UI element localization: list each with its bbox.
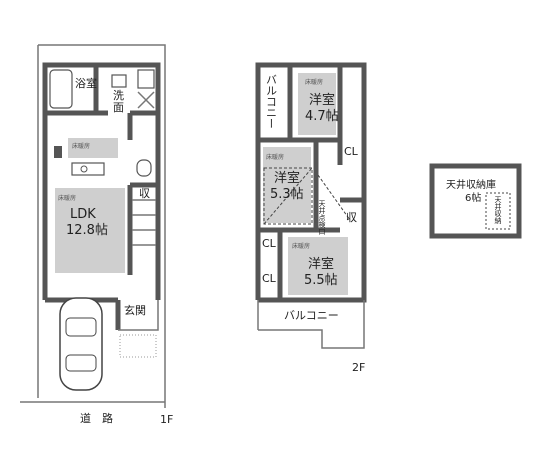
wash-label-bottom: 面: [113, 101, 124, 114]
sink-icon: [80, 165, 88, 173]
attic-title: 天井収納庫: [446, 178, 496, 191]
floor-2f-label: 2F: [352, 361, 365, 374]
entrance-label: 玄関: [124, 303, 146, 317]
cl-label-2: CL: [262, 237, 277, 250]
stairwell-diagonal: [263, 167, 313, 225]
balcony-outline: [258, 300, 365, 349]
room3-size: 5.5帖: [304, 273, 338, 288]
outer-wall-2f: [255, 62, 367, 303]
heating-ldk: [55, 188, 125, 273]
storage-2f-label: 収: [346, 211, 357, 224]
attic-ladder: [485, 192, 511, 230]
room1-label: 洋室: [309, 92, 335, 108]
cl-label-1: CL: [344, 145, 359, 158]
entrance-porch: [119, 334, 157, 358]
stairwell-outline: [263, 167, 313, 225]
washing-machine: [137, 69, 155, 89]
toilet-fixture: [136, 159, 152, 177]
heating-room1: [298, 73, 336, 135]
room2-size: 5.3帖: [270, 187, 304, 202]
room1-size: 4.7帖: [305, 109, 339, 124]
car-icon: [59, 297, 103, 391]
heating-kitchen: [68, 138, 118, 158]
room1-heat-label: 床暖房: [305, 78, 323, 86]
site-boundary: [38, 44, 166, 408]
room3-heat-label: 床暖房: [292, 242, 310, 250]
bath-label: 浴室: [75, 76, 97, 90]
attic-wall: [429, 163, 522, 239]
floor-1f: 浴室 洗 面 床暖房 床暖房 LDK 12.8帖 収 玄関 道 路 1F: [20, 44, 173, 426]
attic-ladder-label: 天井収納: [494, 196, 502, 225]
balcony-bottom-label: バルコニー: [284, 309, 339, 322]
heating-room2: [263, 147, 311, 223]
attic-size: 6帖: [465, 191, 481, 204]
room2-label: 洋室: [274, 170, 300, 186]
washbasin: [111, 74, 127, 88]
cl-label-3: CL: [262, 272, 277, 285]
road-label: 道 路: [80, 411, 113, 425]
fridge-icon: [54, 146, 62, 158]
storage-1f-label: 収: [139, 187, 150, 200]
hatch-label: 天井点検口: [318, 200, 326, 235]
attic-storage: 天井収納庫 6帖 天井収納: [429, 163, 522, 239]
room2-heat-label: 床暖房: [266, 153, 284, 161]
kitchen-counter: [71, 162, 105, 176]
room3-label: 洋室: [308, 256, 334, 272]
wash-cross-2: [137, 91, 155, 109]
entrance-outline: [118, 300, 159, 331]
balcony-top-label: バルコニー: [265, 74, 278, 129]
floor-1f-label: 1F: [160, 413, 173, 426]
bathtub: [49, 69, 73, 109]
ldk-size: 12.8帖: [66, 223, 108, 238]
wash-label-top: 洗: [113, 89, 124, 102]
heating-ldk-label: 床暖房: [58, 194, 76, 202]
heating-kitchen-label: 床暖房: [72, 142, 90, 150]
hall-diagonal: [317, 174, 351, 221]
ldk-label: LDK: [70, 207, 96, 222]
heating-room3: [288, 237, 348, 295]
floor-2f: バルコニー 床暖房 洋室 4.7帖 CL 床暖房 洋室 5.3帖 天井点検口 収…: [255, 62, 367, 374]
